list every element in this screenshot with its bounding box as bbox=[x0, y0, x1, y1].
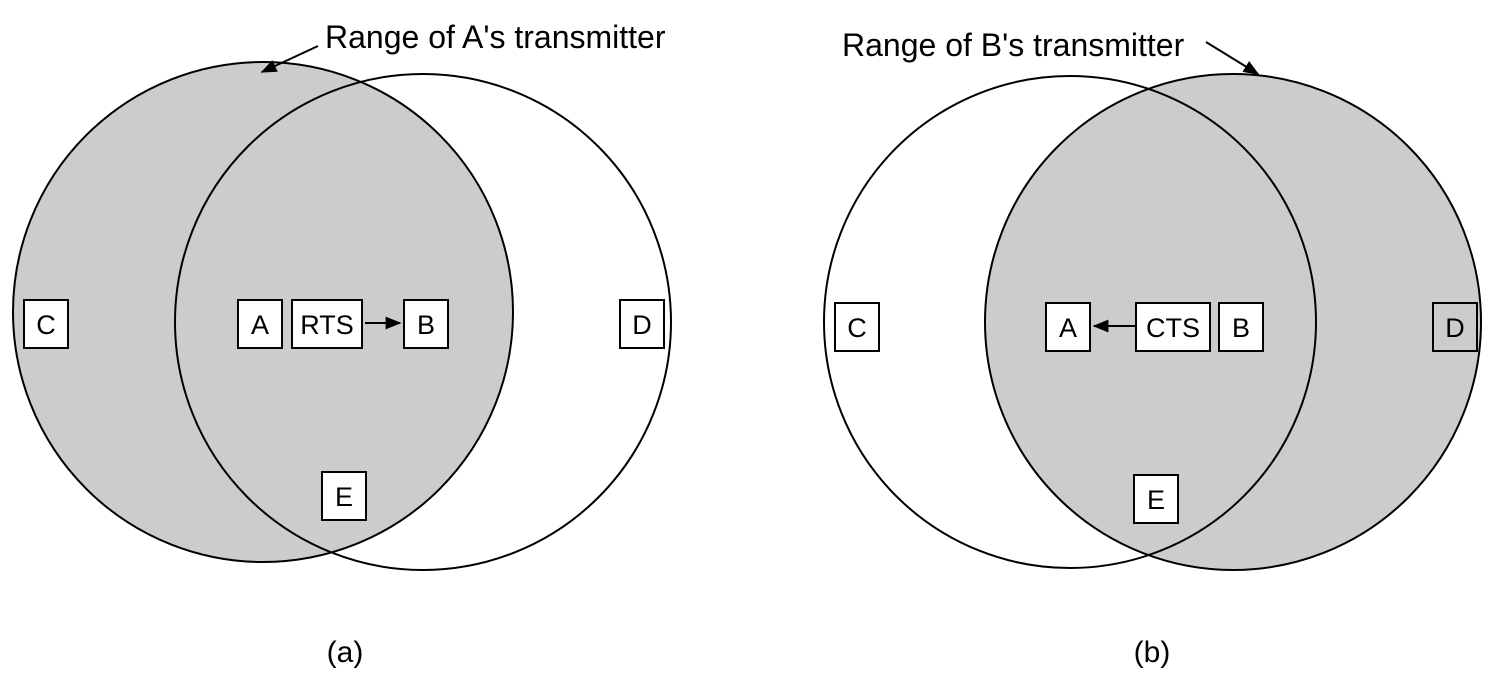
cts-frame: CTS bbox=[1135, 302, 1211, 352]
node-a: A bbox=[1045, 302, 1091, 352]
node-d-label: D bbox=[1445, 313, 1465, 343]
node-c: C bbox=[834, 302, 880, 352]
node-e-label: E bbox=[335, 482, 353, 512]
node-b: B bbox=[403, 299, 449, 349]
node-c-label: C bbox=[36, 310, 56, 340]
node-d: D bbox=[1432, 302, 1478, 352]
node-c: C bbox=[23, 299, 69, 349]
node-e-label: E bbox=[1147, 485, 1165, 515]
cts-label: CTS bbox=[1146, 313, 1200, 343]
panel-b: Range of B's transmitter C A CTS B D E (… bbox=[823, 27, 1482, 669]
node-d-label: D bbox=[632, 310, 652, 340]
range-b-circle bbox=[174, 73, 672, 571]
panel-a: Range of A's transmitter C A RTS B D E (… bbox=[12, 19, 672, 669]
node-c-label: C bbox=[847, 313, 867, 343]
range-a-circle bbox=[823, 75, 1317, 569]
range-b-label: Range of B's transmitter bbox=[842, 27, 1185, 63]
node-d: D bbox=[619, 299, 665, 349]
node-b-label: B bbox=[1232, 313, 1250, 343]
node-e: E bbox=[321, 471, 367, 521]
rts-label: RTS bbox=[300, 310, 354, 340]
node-a: A bbox=[237, 299, 283, 349]
node-b-label: B bbox=[417, 310, 435, 340]
range-a-pointer-arrow bbox=[260, 45, 319, 73]
node-a-label: A bbox=[251, 310, 269, 340]
node-b: B bbox=[1218, 302, 1264, 352]
caption-b: (b) bbox=[1134, 636, 1171, 669]
rts-frame: RTS bbox=[291, 299, 363, 349]
caption-a: (a) bbox=[327, 636, 364, 669]
node-a-label: A bbox=[1059, 313, 1077, 343]
node-e: E bbox=[1133, 474, 1179, 524]
range-a-label: Range of A's transmitter bbox=[325, 19, 666, 55]
range-b-pointer-arrow bbox=[1205, 41, 1260, 75]
